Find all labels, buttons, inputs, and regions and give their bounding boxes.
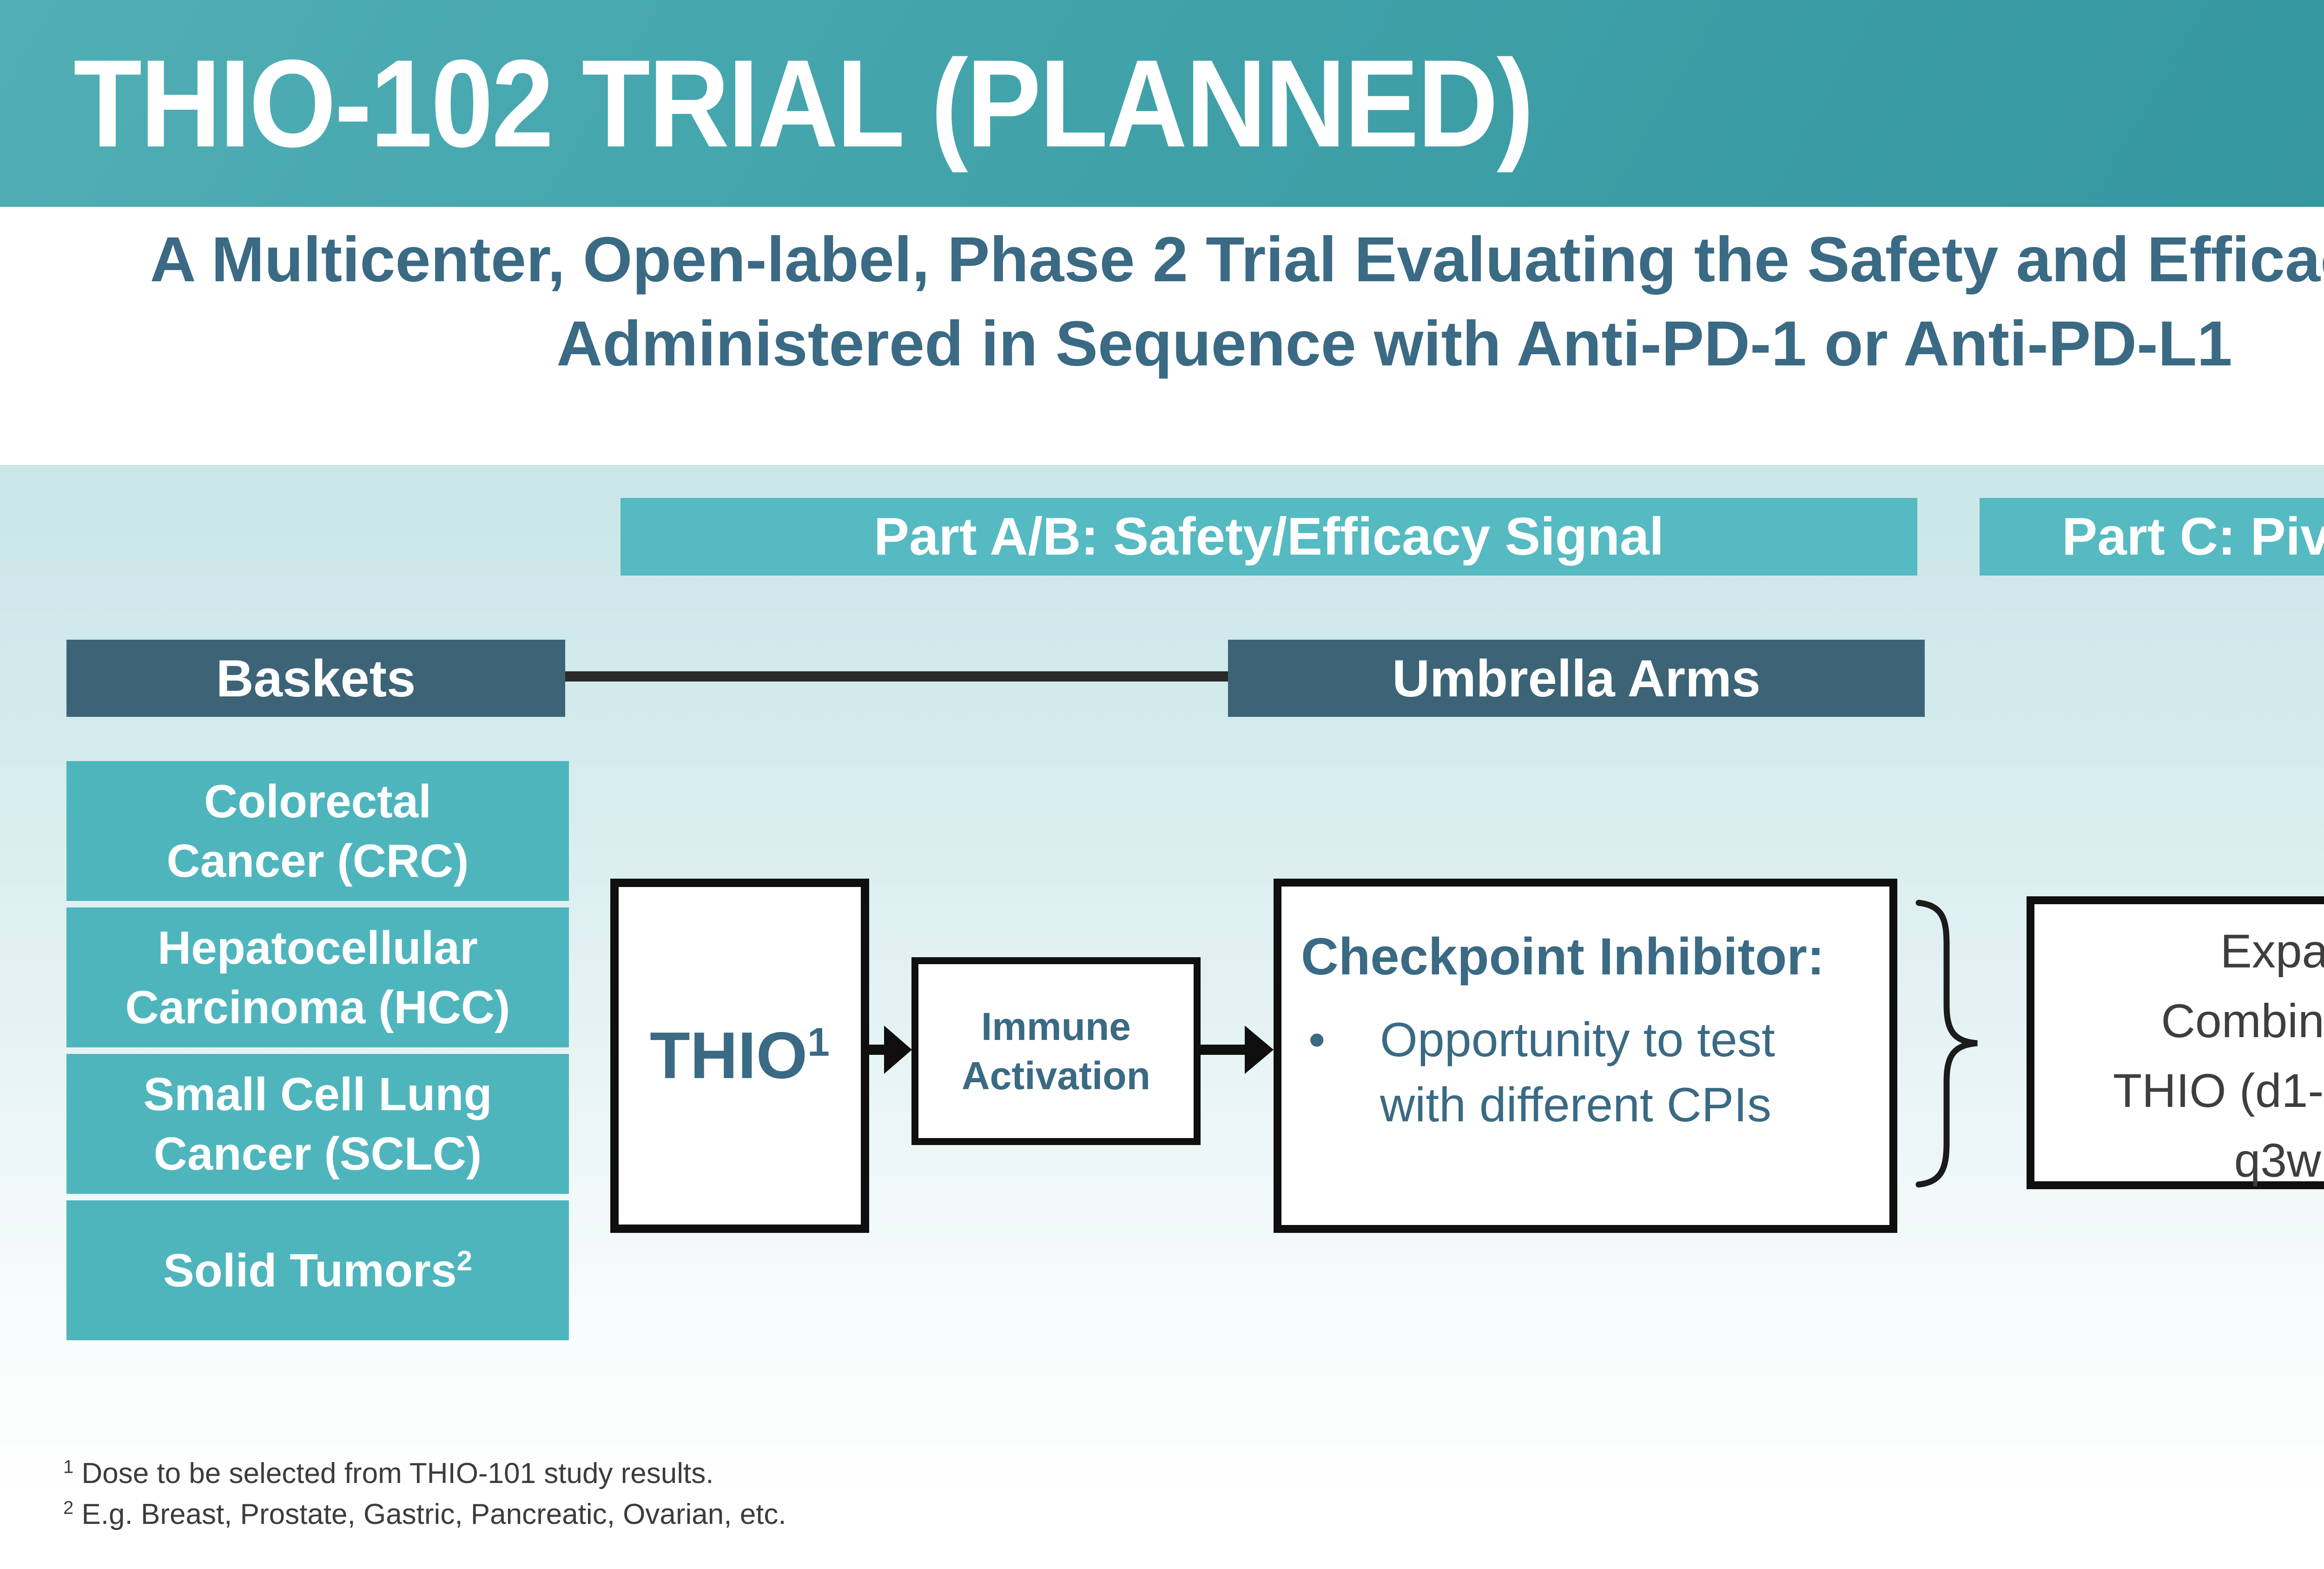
footnote-2: 2 E.g. Breast, Prostate, Gastric, Pancre… bbox=[63, 1494, 786, 1535]
basket-sclc-line1: Small Cell Lung bbox=[143, 1068, 492, 1120]
footnote-2-text: E.g. Breast, Prostate, Gastric, Pancreat… bbox=[73, 1498, 786, 1530]
immune-line1: Immune bbox=[981, 1005, 1131, 1048]
immune-activation-box: Immune Activation bbox=[911, 957, 1201, 1145]
thio-footnote-ref: 1 bbox=[807, 1020, 830, 1065]
checkpoint-bullet: • Opportunity to test with different CPI… bbox=[1301, 1007, 1871, 1138]
baskets-umbrella-connector-line bbox=[565, 671, 1228, 682]
basket-sclc: Small Cell Lung Cancer (SCLC) bbox=[66, 1054, 569, 1194]
arrow-thio-to-immune-head bbox=[884, 1026, 912, 1074]
footnote-1-marker: 1 bbox=[63, 1456, 74, 1477]
basket-crc-line2: Cancer (CRC) bbox=[166, 834, 469, 887]
expand-line2: Combination Arms bbox=[2161, 994, 2324, 1047]
footnotes: 1 Dose to be selected from THIO-101 stud… bbox=[63, 1453, 786, 1535]
stock-ticker: NYSE American: MAIA bbox=[1989, 171, 2324, 201]
basket-solid-tumors-footnote-ref: 2 bbox=[456, 1245, 472, 1277]
basket-crc-line1: Colorectal bbox=[204, 775, 431, 828]
part-c-header: Part C: Pivotal Phase 2 bbox=[1980, 498, 2324, 576]
checkpoint-bullet-line1: Opportunity to test bbox=[1380, 1013, 1775, 1067]
basket-hcc: Hepatocellular Carcinoma (HCC) bbox=[66, 907, 569, 1047]
checkpoint-bullet-line2: with different CPIs bbox=[1380, 1078, 1772, 1132]
basket-crc: Colorectal Cancer (CRC) bbox=[66, 761, 569, 901]
footnote-2-marker: 2 bbox=[63, 1497, 74, 1518]
basket-hcc-line1: Hepatocellular bbox=[157, 921, 478, 974]
expand-line3: THIO (d1-3) + CPI (d5) bbox=[2113, 1064, 2324, 1117]
checkpoint-inhibitor-box: Checkpoint Inhibitor: • Opportunity to t… bbox=[1274, 879, 1897, 1233]
subtitle-line-1: A Multicenter, Open-label, Phase 2 Trial… bbox=[150, 224, 2324, 295]
checkpoint-heading: Checkpoint Inhibitor: bbox=[1301, 927, 1825, 986]
thio-label: THIO bbox=[649, 1019, 808, 1092]
expand-line1: Expand Best bbox=[2220, 925, 2324, 978]
arrow-immune-to-checkpoint-head bbox=[1245, 1026, 1274, 1074]
basket-solid-tumors: Solid Tumors2 bbox=[66, 1200, 569, 1340]
footnote-1: 1 Dose to be selected from THIO-101 stud… bbox=[63, 1453, 786, 1494]
basket-hcc-line2: Carcinoma (HCC) bbox=[125, 981, 510, 1033]
bullet-dot-icon: • bbox=[1308, 1013, 1326, 1067]
expand-combination-box: Expand Best Combination Arms THIO (d1-3)… bbox=[2027, 896, 2324, 1189]
header-band: THIO-102 TRIAL (PLANNED) MAIA BIOTECHNOL… bbox=[0, 0, 2324, 207]
baskets-header: Baskets bbox=[66, 640, 565, 717]
footnote-1-text: Dose to be selected from THIO-101 study … bbox=[73, 1457, 714, 1490]
expand-line4: q3w N~120 bbox=[2234, 1134, 2324, 1187]
slide-subtitle: A Multicenter, Open-label, Phase 2 Trial… bbox=[0, 218, 2324, 386]
umbrella-arms-header: Umbrella Arms bbox=[1228, 640, 1925, 717]
arrow-thio-to-immune bbox=[868, 1045, 886, 1055]
basket-sclc-line2: Cancer (SCLC) bbox=[153, 1127, 482, 1180]
basket-solid-tumors-label: Solid Tumors bbox=[163, 1244, 457, 1297]
arrow-immune-to-checkpoint bbox=[1200, 1045, 1246, 1055]
thio-box: THIO1 bbox=[610, 879, 869, 1233]
page-title: THIO-102 TRIAL (PLANNED) bbox=[73, 33, 1534, 173]
subtitle-line-2: Administered in Sequence with Anti-PD-1 … bbox=[556, 308, 2232, 379]
part-ab-header: Part A/B: Safety/Efficacy Signal bbox=[621, 498, 1917, 576]
immune-line2: Activation bbox=[961, 1054, 1151, 1098]
